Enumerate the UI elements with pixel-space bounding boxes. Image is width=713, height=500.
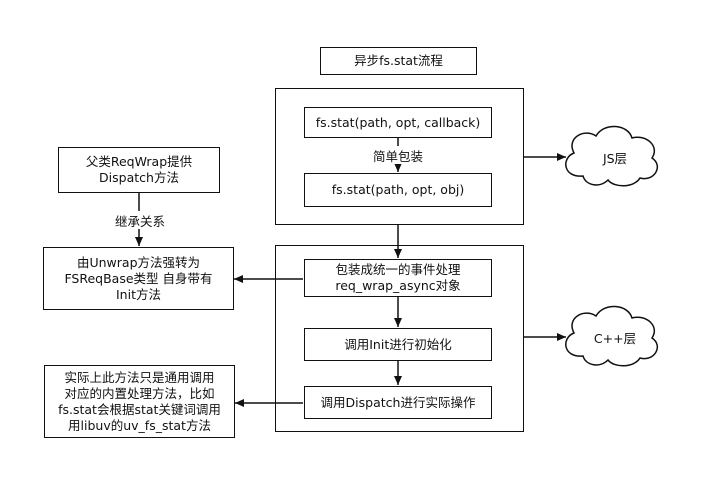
- parent-class-box: 父类ReqWrap提供 Dispatch方法: [58, 147, 220, 193]
- js-cloud-shape: [565, 125, 658, 187]
- inherit-label: 继承关系: [104, 211, 176, 229]
- cpp-step2-box: 调用Init进行初始化: [304, 328, 492, 361]
- cpp-layer-frame: [275, 245, 524, 432]
- cpp-cloud-shape: [565, 305, 658, 367]
- dispatch-note-box: 实际上此方法只是通用调用 对应的内置处理方法，比如 fs.stat会根据stat…: [44, 365, 235, 438]
- diagram-title: 异步fs.stat流程: [320, 47, 477, 75]
- js-step1-box: fs.stat(path, opt, callback): [304, 107, 492, 138]
- cpp-step3-box: 调用Dispatch进行实际操作: [304, 386, 492, 419]
- unwrap-box: 由Unwrap方法强转为 FSReqBase类型 自身带有 Init方法: [43, 247, 234, 310]
- js-layer-frame: [275, 88, 524, 225]
- js-cloud-label: JS层: [602, 151, 628, 166]
- cpp-cloud-label: C++层: [593, 331, 637, 346]
- js-edge-label: 简单包装: [355, 146, 441, 164]
- js-step2-box: fs.stat(path, opt, obj): [304, 173, 492, 207]
- cpp-step1-box: 包装成统一的事件处理 req_wrap_async对象: [304, 259, 492, 297]
